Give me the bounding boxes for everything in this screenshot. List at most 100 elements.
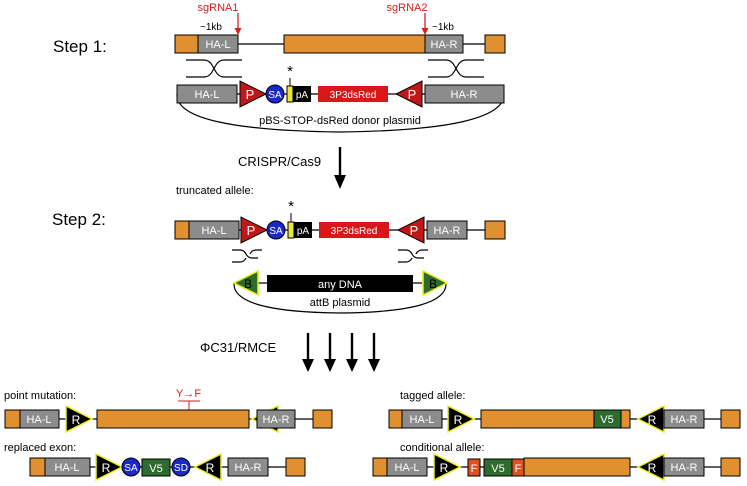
sgrna1-arrowhead (234, 28, 242, 35)
re-v5-label: V5 (149, 463, 162, 475)
ca-ha-left-label: HA-L (394, 462, 419, 474)
homology-arm-right-box (256, 409, 296, 429)
ca-ha-right-label: HA-R (671, 462, 698, 474)
exon (312, 409, 333, 429)
step2-label: Step 2: (52, 210, 106, 229)
homology-arm-left (188, 220, 240, 240)
crossover-right (428, 59, 484, 78)
ha-left-label: HA-L (205, 39, 230, 51)
sa-label: SA (268, 90, 282, 101)
ta-attr-left-label: R (454, 413, 463, 427)
insert-dna (267, 275, 413, 292)
homology-arm-left (197, 34, 239, 54)
exon (372, 457, 388, 477)
sgrna2-label: sgRNA2 (387, 2, 428, 14)
re-attr-right-label: R (206, 461, 215, 475)
pm-ha-right-label: HA-R (263, 414, 290, 426)
polya-block (294, 222, 312, 238)
ca-frt-right-label: F (515, 463, 522, 475)
replaced-exon-label: replaced exon: (4, 442, 76, 454)
attb-plasmid-label: attB plasmid (310, 297, 371, 309)
ha-right-label: HA-R (431, 39, 458, 51)
exon (96, 409, 250, 429)
rmce-crossover-right (398, 249, 428, 263)
conditional-allele-label: conditional allele: (400, 442, 484, 454)
pm-attr-left-label: R (72, 413, 81, 427)
polya-block (293, 86, 311, 102)
homology-arm-right (424, 34, 464, 54)
dsred-marker (319, 222, 389, 238)
exon (285, 457, 306, 477)
homology-arm-left (386, 457, 428, 477)
splice-acceptor (121, 457, 141, 477)
truncated-allele-label: truncated allele: (176, 185, 254, 197)
ta-ha-right-label: HA-R (671, 414, 698, 426)
sgrna2-arrowhead (421, 28, 429, 35)
frt-site-left (467, 458, 481, 477)
attb-left-label: B (244, 277, 252, 291)
re-ha-left-label: HA-L (54, 462, 79, 474)
dsred-marker (318, 86, 388, 102)
attr-site-left (65, 404, 94, 434)
crispr-label: CRISPR/Cas9 (238, 154, 321, 169)
ca-attr-right-label: R (648, 461, 657, 475)
ca-v5-label: V5 (491, 463, 504, 475)
re-attr-left-label: R (102, 461, 111, 475)
exon (484, 34, 506, 54)
attp-site-right (396, 216, 425, 244)
exon (720, 457, 741, 477)
attb-site-left (232, 269, 259, 297)
sgrna1-label: sgRNA1 (198, 2, 239, 14)
splice-donor (171, 457, 191, 477)
homology-arm-left (401, 409, 443, 429)
point-mutation-label: point mutation: (4, 390, 76, 402)
step1-label: Step 1: (53, 37, 107, 56)
step2-ha-right-label: HA-R (434, 225, 461, 237)
size-left-label: ~1kb (200, 22, 222, 33)
attr-site-left (95, 452, 124, 482)
attp-right-label: P (408, 87, 417, 102)
step2-attp-left-label: P (247, 223, 256, 238)
donor-plasmid-label: pBS-STOP-dsRed donor plasmid (259, 115, 421, 127)
transition-arrowhead-1 (334, 175, 346, 189)
exon (388, 409, 403, 429)
step2-ha-left-label: HA-L (201, 225, 226, 237)
homology-arm-right (227, 457, 269, 477)
splice-acceptor (266, 220, 286, 240)
attr-site-left (447, 404, 476, 434)
rmce-crossover-left (232, 249, 262, 263)
ta-v5-label: V5 (600, 414, 613, 426)
donor-homology-arm-right (424, 84, 505, 104)
exon (283, 34, 426, 54)
exon (720, 409, 741, 429)
stop-codon-block (286, 85, 294, 103)
stop-codon-block (287, 221, 295, 239)
stop-asterisk: * (287, 63, 293, 80)
ta-ha-left-label: HA-L (409, 414, 434, 426)
pa-label: pA (296, 90, 309, 101)
splice-acceptor (265, 84, 285, 104)
attb-plasmid-backbone (233, 282, 447, 314)
step2-pa-label: pA (297, 226, 310, 237)
donor-ha-right-label: HA-R (451, 89, 478, 101)
ca-attr-left-label: R (440, 461, 449, 475)
rmce-label: ΦC31/RMCE (200, 340, 276, 355)
insert-dna-label: any DNA (318, 279, 363, 291)
attp-site-right (394, 80, 423, 108)
crossover-left (186, 59, 242, 78)
step2-sa-label: SA (269, 226, 283, 237)
donor-plasmid-backbone (176, 93, 505, 133)
point-mutation-text: Y→F (176, 388, 201, 400)
rmce-arrows (302, 333, 380, 372)
exon (620, 409, 631, 429)
exon (4, 409, 21, 429)
exon (523, 457, 631, 477)
re-sa-label: SA (124, 463, 138, 474)
attp-site-left (240, 216, 269, 244)
homology-arm-right (663, 457, 705, 477)
attr-site-left (433, 452, 462, 482)
homology-arm-left (19, 409, 60, 429)
attb-site-right (422, 269, 449, 297)
exon (174, 220, 190, 240)
